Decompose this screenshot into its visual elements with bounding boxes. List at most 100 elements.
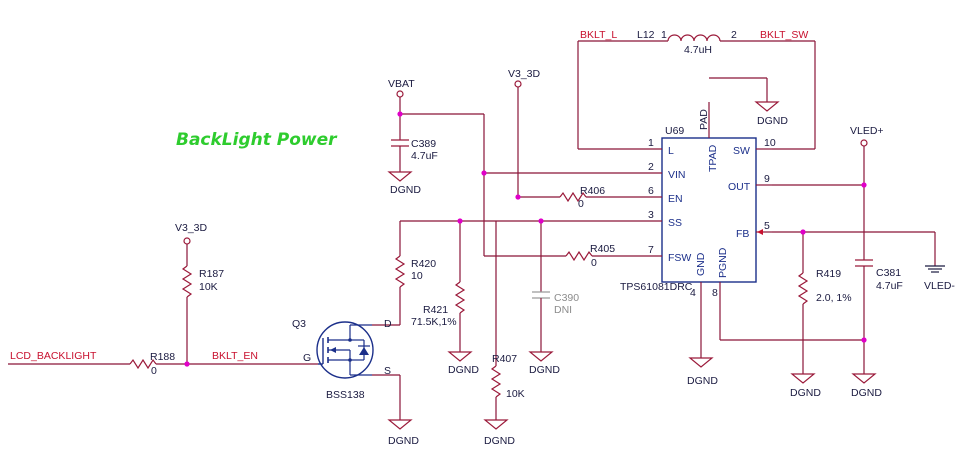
dgnd-q3-label: DGND — [388, 435, 419, 447]
pin-name-ss: SS — [668, 217, 682, 229]
net-bklt-sw: BKLT_SW — [760, 29, 808, 41]
ic-ref: U69 — [665, 125, 684, 137]
vbat-terminal — [396, 90, 404, 98]
r188-value: 0 — [151, 365, 157, 377]
q3-pin-d: D — [384, 318, 392, 330]
dgnd-gnd4-label: DGND — [687, 375, 718, 387]
pin-name-vin: VIN — [668, 169, 686, 181]
vled-plus-terminal — [860, 139, 868, 147]
pin-name-en: EN — [668, 193, 683, 205]
v3-3d-terminal-top — [514, 80, 522, 88]
pin-num-l: 1 — [648, 137, 654, 149]
ic-body — [661, 137, 757, 283]
q3-pin-g: G — [303, 352, 311, 364]
pin-num-fb: 5 — [764, 220, 770, 232]
junction-dot — [861, 182, 867, 188]
ic-u69: U69 TPS61081DRC 1 L 2 VIN 6 EN 3 SS 7 FS… — [620, 102, 776, 299]
q3-ref: Q3 — [292, 318, 306, 330]
pin-num-sw: 10 — [764, 137, 776, 149]
resistor-r406: R406 0 — [559, 185, 605, 210]
pin-name-pgnd: PGND — [717, 247, 729, 278]
capacitor-c389: C389 4.7uF — [391, 138, 438, 162]
c381-ref: C381 — [876, 267, 901, 279]
l12-pin2: 2 — [731, 29, 737, 41]
pin-num-vin: 2 — [648, 161, 654, 173]
r419-value: 2.0, 1% — [816, 292, 852, 304]
c389-value: 4.7uF — [411, 150, 438, 162]
pin-num-ss: 3 — [648, 209, 654, 221]
net-lcd-backlight: LCD_BACKLIGHT — [10, 350, 97, 362]
junction-dot — [800, 229, 806, 235]
ground-symbol-q3 — [387, 419, 413, 430]
pin-name-out: OUT — [728, 181, 751, 193]
net-v3-3d-left: V3_3D — [175, 222, 208, 234]
capacitor-c381: C381 4.7uF — [855, 259, 903, 292]
dgnd-c389-label: DGND — [390, 184, 421, 196]
c381-value: 4.7uF — [876, 280, 903, 292]
net-vbat: VBAT — [388, 78, 415, 90]
pin-num-out: 9 — [764, 173, 770, 185]
ground-symbol-r407 — [483, 419, 509, 430]
r421-ref: R421 — [423, 304, 448, 316]
schematic-title: BackLight Power — [176, 130, 338, 150]
resistor-r187: R187 10K — [181, 265, 224, 298]
r405-value: 0 — [591, 257, 597, 269]
ground-symbol-r421 — [447, 351, 473, 362]
resistor-r419: R419 2.0, 1% — [797, 268, 852, 305]
r407-ref: R407 — [492, 353, 517, 365]
ground-symbol-gnd4 — [688, 357, 714, 368]
fb-arrow — [757, 229, 763, 235]
junction-dot — [538, 218, 544, 224]
dgnd-r421-label: DGND — [448, 364, 479, 376]
ground-symbol-c389 — [387, 171, 413, 182]
dgnd-r419-label: DGND — [790, 387, 821, 399]
net-bklt-en: BKLT_EN — [212, 350, 258, 362]
v3-3d-terminal-left — [183, 237, 191, 245]
r406-value: 0 — [578, 198, 584, 210]
q3-part: BSS138 — [326, 389, 365, 401]
pin-name-fsw: FSW — [668, 252, 691, 264]
dgnd-pad-label: DGND — [757, 115, 788, 127]
mosfet-q3: Q3 G D S BSS138 — [292, 318, 392, 401]
r406-ref: R406 — [580, 185, 605, 197]
capacitor-c390: C390 DNI — [532, 291, 579, 316]
l12-ref: L12 — [637, 29, 655, 41]
r405-ref: R405 — [590, 243, 615, 255]
junction-dot — [457, 218, 463, 224]
dgnd-c381-label: DGND — [851, 387, 882, 399]
junction-dot — [184, 361, 190, 367]
pin-name-l: L — [668, 145, 674, 157]
junction-dot — [397, 111, 403, 117]
resistor-r421: R421 71.5K,1% — [411, 281, 466, 328]
r420-ref: R420 — [411, 258, 436, 270]
net-v3-3d-top: V3_3D — [508, 68, 541, 80]
ic-part: TPS61081DRC — [620, 281, 693, 293]
pin-num-gnd: 4 — [690, 287, 696, 299]
r407-value: 10K — [506, 388, 525, 400]
pin-num-fsw: 7 — [648, 244, 654, 256]
junction-dot — [515, 194, 521, 200]
ground-symbol-c381 — [851, 373, 877, 384]
pin-name-tpad: TPAD — [707, 144, 719, 172]
r420-value: 10 — [411, 270, 423, 282]
r187-value: 10K — [199, 281, 218, 293]
l12-pin1: 1 — [661, 29, 667, 41]
resistor-r405: R405 0 — [565, 243, 615, 269]
pin-num-pgnd: 8 — [712, 287, 718, 299]
r188-ref: R188 — [150, 351, 175, 363]
c390-value: DNI — [554, 304, 572, 316]
junction-dot — [861, 337, 867, 343]
pin-num-en: 6 — [648, 185, 654, 197]
dgnd-c390-label: DGND — [529, 364, 560, 376]
r419-ref: R419 — [816, 268, 841, 280]
pin-name-gnd: GND — [695, 252, 707, 276]
q3-pin-s: S — [384, 365, 391, 377]
pin-name-pad: PAD — [698, 109, 710, 130]
q3-body — [316, 321, 374, 379]
c389-ref: C389 — [411, 138, 436, 150]
junction-dot — [481, 170, 487, 176]
r187-ref: R187 — [199, 268, 224, 280]
resistor-r188: R188 0 — [129, 351, 175, 377]
ground-symbol-c390 — [528, 351, 554, 362]
